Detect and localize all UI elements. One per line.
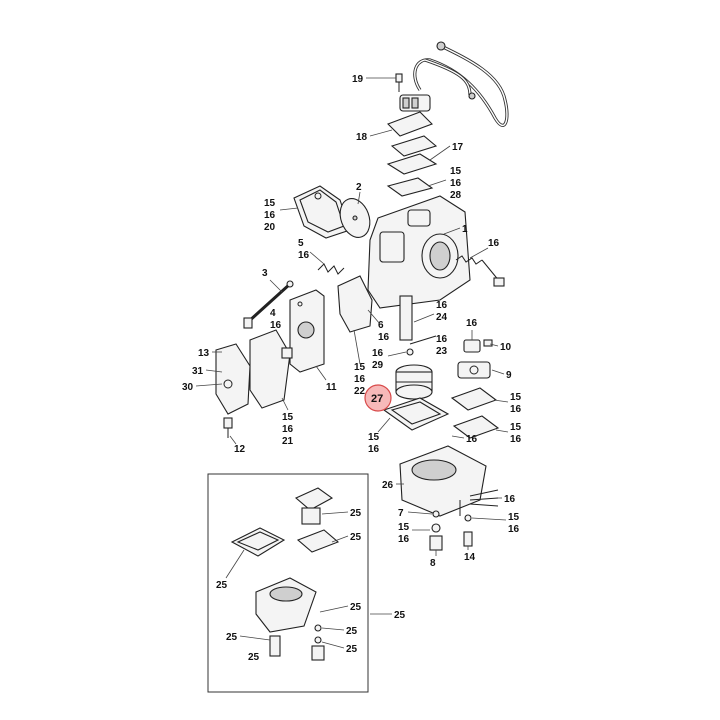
callout: 25 bbox=[216, 580, 228, 591]
callout: 15 bbox=[510, 392, 522, 403]
callout: 16 bbox=[488, 238, 500, 249]
callout: 25 bbox=[346, 644, 358, 655]
callout: 14 bbox=[464, 552, 476, 563]
repair-kit-box bbox=[207, 473, 369, 693]
callout: 25 bbox=[346, 626, 358, 637]
callout: 21 bbox=[282, 436, 294, 447]
float-part-27 bbox=[395, 364, 433, 400]
callout: 18 bbox=[356, 132, 368, 143]
bowl-gasket bbox=[382, 397, 450, 431]
jet-part-14 bbox=[463, 514, 473, 547]
callout: 16 bbox=[466, 434, 478, 445]
callout: 13 bbox=[198, 348, 210, 359]
callout: 16 bbox=[264, 210, 276, 221]
callout: 10 bbox=[500, 342, 512, 353]
callout: 16 bbox=[368, 444, 380, 455]
needle-part-23 bbox=[406, 335, 437, 356]
kit-contents bbox=[230, 487, 340, 661]
callout: 4 bbox=[270, 308, 276, 319]
callout: 16 bbox=[436, 334, 448, 345]
highlight-marker-27[interactable]: 27 bbox=[364, 384, 392, 412]
bowl-screws bbox=[469, 489, 499, 507]
callout: 31 bbox=[192, 366, 204, 377]
callout: 16 bbox=[398, 534, 410, 545]
callout: 22 bbox=[354, 386, 366, 397]
callout: 15 bbox=[510, 422, 522, 433]
callout: 16 bbox=[436, 300, 448, 311]
callout: 7 bbox=[398, 508, 404, 519]
callout: 15 bbox=[354, 362, 366, 373]
callout: 1 bbox=[462, 224, 468, 235]
callout: 24 bbox=[436, 312, 448, 323]
callout: 11 bbox=[326, 382, 337, 393]
gasket-part-20 bbox=[293, 185, 351, 239]
callout: 15 bbox=[508, 512, 520, 523]
callout: 20 bbox=[264, 222, 276, 233]
callout: 6 bbox=[378, 320, 384, 331]
idle-screw-assembly bbox=[455, 255, 505, 287]
float-bowl-part-26 bbox=[399, 445, 487, 517]
callout: 9 bbox=[506, 370, 512, 381]
screw-part-12 bbox=[223, 417, 233, 438]
callout: 16 bbox=[378, 332, 390, 343]
callout: 16 bbox=[450, 178, 462, 189]
gasket-part-17 bbox=[386, 153, 438, 197]
solenoid-part-18 bbox=[387, 94, 438, 157]
callout: 17 bbox=[452, 142, 464, 153]
callout: 16 bbox=[466, 318, 478, 329]
callout: 19 bbox=[352, 74, 364, 85]
callout: 15 bbox=[450, 166, 462, 177]
callout: 16 bbox=[372, 348, 384, 359]
callout: 16 bbox=[354, 374, 366, 385]
callout: 3 bbox=[262, 268, 268, 279]
callout: 25 bbox=[394, 610, 406, 621]
callout: 12 bbox=[234, 444, 246, 455]
callout: 16 bbox=[504, 494, 516, 505]
highlight-label: 27 bbox=[371, 393, 383, 405]
diaphragm-part-21 bbox=[249, 329, 293, 409]
callout: 16 bbox=[510, 434, 522, 445]
callout: 29 bbox=[372, 360, 384, 371]
callout: 2 bbox=[356, 182, 362, 193]
screw-part-19 bbox=[395, 73, 403, 92]
pump-part-9 bbox=[450, 339, 500, 439]
lever-part-3 bbox=[243, 280, 294, 329]
gasket-part-6 bbox=[337, 275, 373, 333]
callout: 26 bbox=[382, 480, 394, 491]
callout: 30 bbox=[182, 382, 194, 393]
callout: 16 bbox=[508, 524, 520, 535]
cover-plate-part-11 bbox=[289, 289, 325, 373]
spring-part-5 bbox=[317, 263, 345, 275]
carburetor-body-part-1 bbox=[367, 195, 471, 341]
callout: 16 bbox=[298, 250, 310, 261]
cover-part-30 bbox=[215, 343, 251, 415]
callout: 25 bbox=[350, 602, 362, 613]
callout: 25 bbox=[350, 532, 362, 543]
callout: 15 bbox=[264, 198, 276, 209]
callout: 25 bbox=[248, 652, 260, 663]
callout: 16 bbox=[282, 424, 294, 435]
callout: 25 bbox=[226, 632, 238, 643]
callout: 25 bbox=[350, 508, 362, 519]
callout: 5 bbox=[298, 238, 304, 249]
callout: 15 bbox=[282, 412, 294, 423]
callout-labels: 19 18 17 15 16 28 15 16 20 2 1 5 16 16 3… bbox=[182, 74, 522, 663]
callout: 16 bbox=[510, 404, 522, 415]
callout: 28 bbox=[450, 190, 462, 201]
drain-part-7 bbox=[429, 510, 443, 551]
callout: 15 bbox=[398, 522, 410, 533]
callout: 15 bbox=[368, 432, 380, 443]
plate-part-2 bbox=[339, 198, 371, 238]
callout: 8 bbox=[430, 558, 436, 569]
callout: 23 bbox=[436, 346, 448, 357]
wire-harness bbox=[413, 41, 509, 127]
callout: 16 bbox=[270, 320, 282, 331]
